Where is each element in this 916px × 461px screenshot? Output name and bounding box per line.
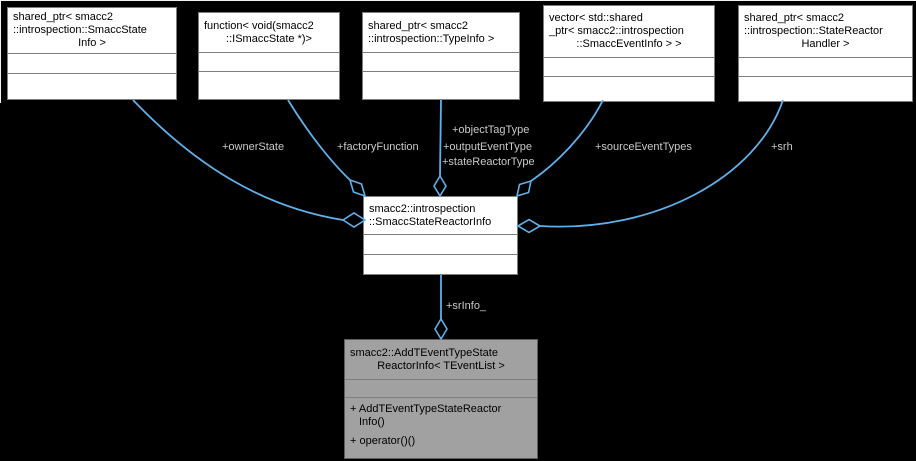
edge-type-info bbox=[439, 99, 442, 177]
class-name-line: Handler > bbox=[801, 38, 850, 50]
edge-factory-function bbox=[287, 99, 351, 181]
methods-compartment bbox=[8, 73, 176, 99]
edge-label-object-tag-type: +objectTagType bbox=[452, 124, 530, 136]
edge-source-event-types bbox=[530, 99, 604, 182]
class-title-compartment: vector< std::shared _ptr< smacc2::intros… bbox=[544, 6, 714, 57]
class-title-compartment: shared_ptr< smacc2 ::introspection::Stat… bbox=[739, 6, 912, 57]
edge-label-output-event-type: +outputEventType bbox=[443, 141, 532, 153]
class-name-line: shared_ptr< smacc2 bbox=[368, 19, 468, 32]
aggregation-diamond-icon bbox=[516, 218, 542, 234]
attributes-compartment bbox=[345, 379, 537, 397]
class-node-function-void-ismaccstate[interactable]: function< void(smacc2 ::ISmaccState *)> bbox=[198, 12, 340, 100]
class-title-compartment: shared_ptr< smacc2 ::introspection::Type… bbox=[363, 13, 519, 52]
class-name-line: ::introspection::StateReactor bbox=[744, 25, 883, 37]
class-name-line: ReactorInfo< TEventList > bbox=[377, 359, 505, 372]
class-name-line: shared_ptr< smacc2 bbox=[744, 12, 844, 24]
attributes-compartment bbox=[739, 57, 912, 76]
methods-compartment bbox=[544, 76, 714, 101]
edge-label-factory-function: +factoryFunction bbox=[337, 141, 419, 153]
methods-compartment: + AddTEventTypeStateReactor Info() + ope… bbox=[345, 397, 537, 458]
aggregation-diamond-icon bbox=[434, 317, 448, 341]
method-line: Info() bbox=[359, 416, 385, 428]
attributes-compartment bbox=[199, 52, 339, 71]
edge-label-owner-state: +ownerState bbox=[222, 141, 285, 153]
class-name-line: shared_ptr< smacc2 bbox=[13, 11, 113, 23]
class-node-vector-smacc-event-info[interactable]: vector< std::shared _ptr< smacc2::intros… bbox=[543, 5, 715, 102]
edge-label-state-reactor-type: +stateReactorType bbox=[442, 156, 535, 168]
class-node-shared-ptr-type-info[interactable]: shared_ptr< smacc2 ::introspection::Type… bbox=[362, 12, 520, 100]
aggregation-diamond-icon bbox=[515, 179, 533, 198]
class-node-shared-ptr-state-reactor-handler[interactable]: shared_ptr< smacc2 ::introspection::Stat… bbox=[738, 5, 913, 102]
attributes-compartment bbox=[8, 53, 176, 73]
attributes-compartment bbox=[363, 52, 519, 71]
class-title-compartment: smacc2::introspection ::SmaccStateReacto… bbox=[364, 197, 517, 234]
attributes-compartment bbox=[544, 57, 714, 76]
class-node-add-t-event-type-state-reactor-info[interactable]: smacc2::AddTEventTypeState ReactorInfo< … bbox=[344, 339, 538, 459]
class-name-line: ::SmaccStateReactorInfo bbox=[369, 215, 492, 228]
methods-compartment bbox=[199, 71, 339, 99]
class-title-compartment: smacc2::AddTEventTypeState ReactorInfo< … bbox=[345, 340, 537, 379]
edge-srh bbox=[539, 99, 784, 228]
aggregation-diamond-icon bbox=[433, 174, 447, 198]
left-border-line bbox=[0, 0, 1, 103]
aggregation-diamond-icon bbox=[348, 178, 367, 198]
class-name-line: function< void(smacc2 bbox=[204, 19, 314, 32]
edge-label-srh: +srh bbox=[771, 141, 793, 153]
top-border-line bbox=[0, 0, 916, 1]
edge-label-source-event-types: +sourceEventTypes bbox=[595, 141, 692, 153]
class-title-compartment: function< void(smacc2 ::ISmaccState *)> bbox=[199, 13, 339, 52]
method-line: + operator()() bbox=[350, 435, 416, 447]
class-name-line: smacc2::AddTEventTypeState bbox=[350, 346, 498, 359]
edge-owner-state bbox=[132, 99, 344, 221]
class-name-line: ::ISmaccState *)> bbox=[226, 32, 312, 45]
edge-label-sr-info: +srInfo_ bbox=[446, 300, 487, 312]
class-title-compartment: shared_ptr< smacc2 ::introspection::Smac… bbox=[8, 8, 176, 53]
class-name-line: _ptr< smacc2::introspection bbox=[549, 25, 684, 37]
aggregation-diamond-icon bbox=[341, 212, 367, 228]
class-name-line: Info > bbox=[78, 37, 106, 49]
methods-compartment bbox=[363, 71, 519, 99]
class-node-shared-ptr-smacc-state-info[interactable]: shared_ptr< smacc2 ::introspection::Smac… bbox=[7, 7, 177, 100]
class-name-line: ::introspection::SmaccState bbox=[13, 24, 147, 36]
class-name-line: smacc2::introspection bbox=[369, 202, 476, 215]
class-name-line: ::SmaccEventInfo > > bbox=[576, 38, 682, 50]
method-line: + AddTEventTypeStateReactor bbox=[350, 403, 502, 415]
methods-compartment bbox=[739, 76, 912, 101]
class-name-line: ::introspection::TypeInfo > bbox=[368, 32, 495, 45]
methods-compartment bbox=[364, 254, 517, 274]
attributes-compartment bbox=[364, 234, 517, 254]
class-name-line: vector< std::shared bbox=[549, 12, 643, 24]
class-node-smacc-state-reactor-info[interactable]: smacc2::introspection ::SmaccStateReacto… bbox=[363, 196, 518, 275]
